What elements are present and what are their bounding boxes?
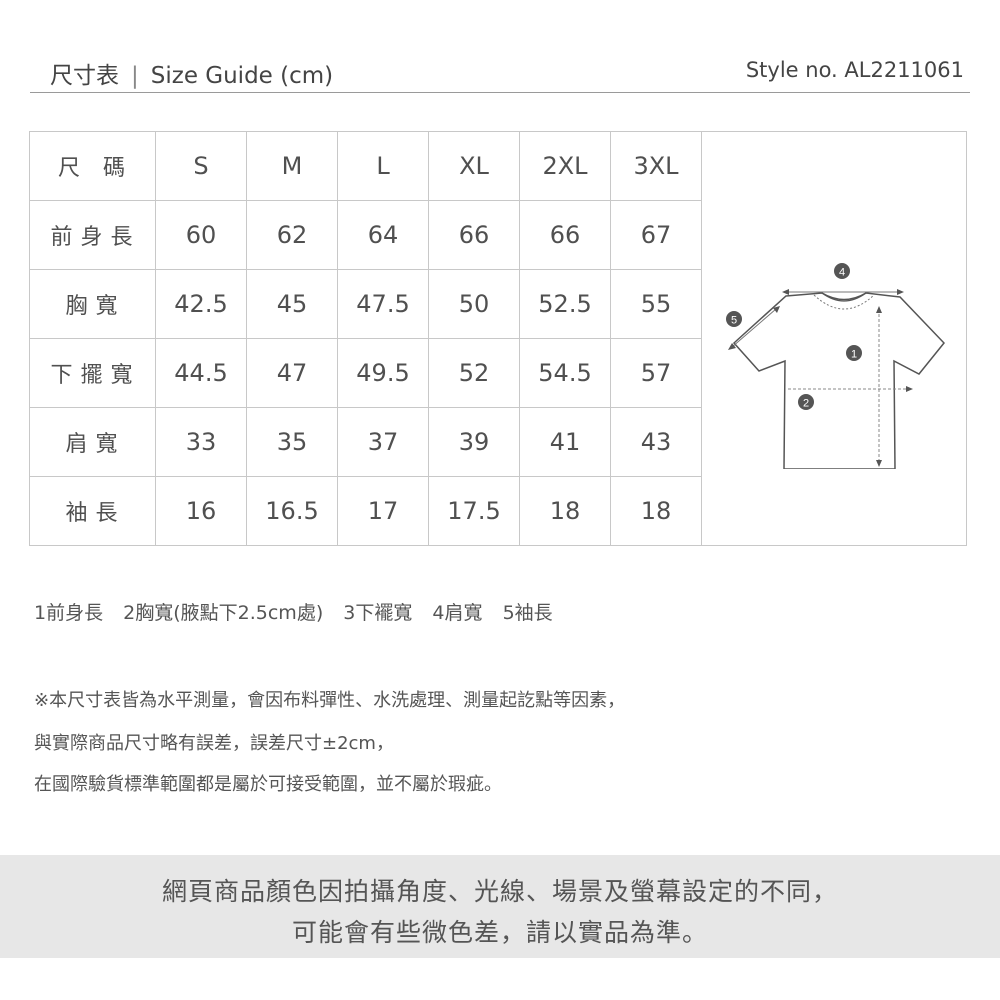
legend-item: 5袖長: [502, 602, 553, 624]
row-label: 袖長: [29, 476, 156, 546]
title-cn: 尺寸表: [50, 63, 119, 89]
table-cell: 43: [610, 407, 702, 477]
table-cell: 62: [246, 200, 338, 270]
marker-1-label: 1: [851, 348, 857, 360]
marker-1: 1: [846, 344, 862, 361]
table-cell: 50: [428, 269, 520, 339]
corner-cell: 尺 碼: [29, 131, 156, 201]
size-header: L: [337, 131, 429, 201]
table-row: 袖長 16 16.5 17 17.5 18 18: [29, 476, 967, 546]
table-cell: 66: [428, 200, 520, 270]
marker-5-label: 5: [731, 314, 737, 326]
table-cell: 17: [337, 476, 429, 546]
table-cell: 41: [519, 407, 611, 477]
table-cell: 42.5: [155, 269, 247, 339]
table-cell: 17.5: [428, 476, 520, 546]
table-cell: 57: [610, 338, 702, 408]
marker-2: 2: [798, 393, 814, 410]
measurement-note: 在國際驗貨標準範圍都是屬於可接受範圍，並不屬於瑕疵。: [34, 774, 502, 795]
table-cell: 16: [155, 476, 247, 546]
title-en: Size Guide (cm): [150, 63, 334, 89]
measurement-note: ※本尺寸表皆為水平測量，會因布料彈性、水洗處理、測量起訖點等因素，: [34, 690, 626, 711]
title-separator: |: [131, 63, 139, 89]
size-header: XL: [428, 131, 520, 201]
table-cell: 67: [610, 200, 702, 270]
table-cell: 39: [428, 407, 520, 477]
table-row: 前身長 60 62 64 66 66 67: [29, 200, 967, 270]
page-title: 尺寸表 | Size Guide (cm): [50, 56, 333, 90]
table-cell: 33: [155, 407, 247, 477]
table-cell: 47: [246, 338, 338, 408]
marker-2-label: 2: [803, 397, 809, 409]
table-cell: 45: [246, 269, 338, 339]
header: 尺寸表 | Size Guide (cm) Style no. AL2211061: [30, 48, 970, 93]
row-label: 肩寬: [29, 407, 156, 477]
legend-item: 1前身長: [34, 602, 104, 624]
legend-item: 3下襬寬: [343, 602, 413, 624]
table-cell: 66: [519, 200, 611, 270]
size-header: M: [246, 131, 338, 201]
size-header: 3XL: [610, 131, 702, 201]
table-cell: 60: [155, 200, 247, 270]
marker-5: 5: [726, 310, 742, 327]
row-label: 下擺寬: [29, 338, 156, 408]
color-disclaimer: 網頁商品顏色因拍攝角度、光線、場景及螢幕設定的不同， 可能會有些微色差，請以實品…: [0, 855, 1000, 958]
tshirt-diagram: 1 2 3 4 5: [701, 131, 967, 546]
marker-4: 4: [834, 262, 850, 279]
size-header: 2XL: [519, 131, 611, 201]
row-label: 胸寬: [29, 269, 156, 339]
measurement-legend: 1前身長 2胸寬(腋點下2.5cm處) 3下襬寬 4肩寬 5袖長: [34, 598, 567, 625]
row-label: 前身長: [29, 200, 156, 270]
table-cell: 64: [337, 200, 429, 270]
table-cell: 44.5: [155, 338, 247, 408]
disclaimer-line: 網頁商品顏色因拍攝角度、光線、場景及螢幕設定的不同，: [161, 877, 838, 906]
marker-4-label: 4: [839, 266, 845, 278]
table-cell: 49.5: [337, 338, 429, 408]
table-cell: 16.5: [246, 476, 338, 546]
legend-item: 2胸寬(腋點下2.5cm處): [123, 602, 324, 624]
legend-item: 4肩寬: [432, 602, 483, 624]
style-number: Style no. AL2211061: [745, 58, 964, 82]
size-table: 尺 碼 S M L XL 2XL 3XL: [29, 131, 967, 546]
measurement-note: 與實際商品尺寸略有誤差，誤差尺寸±2cm，: [34, 733, 394, 754]
tshirt-measure-diagram: 1 2 3 4 5: [726, 262, 945, 469]
table-cell: 18: [519, 476, 611, 546]
table-cell: 35: [246, 407, 338, 477]
table-cell: 55: [610, 269, 702, 339]
table-cell: 18: [610, 476, 702, 546]
table-row: 胸寬 42.5 45 47.5 50 52.5 55: [29, 269, 967, 339]
table-cell: 52.5: [519, 269, 611, 339]
disclaimer-line: 可能會有些微色差，請以實品為準。: [291, 918, 708, 947]
table-cell: 47.5: [337, 269, 429, 339]
table-row: 肩寬 33 35 37 39 41 43: [29, 407, 967, 477]
size-header: S: [155, 131, 247, 201]
table-cell: 37: [337, 407, 429, 477]
table-cell: 52: [428, 338, 520, 408]
table-cell: 54.5: [519, 338, 611, 408]
table-header-row: 尺 碼 S M L XL 2XL 3XL: [29, 131, 967, 546]
